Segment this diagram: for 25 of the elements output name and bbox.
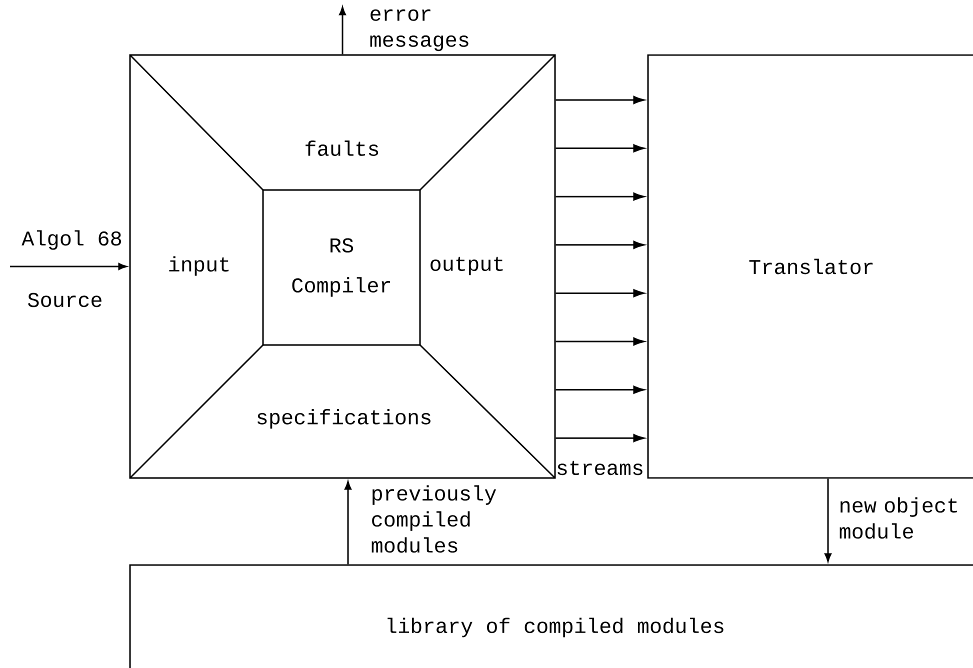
- region-label: specifications: [258, 409, 430, 429]
- arrow: [556, 192, 644, 201]
- core-box: RS Compiler: [262, 189, 421, 346]
- arrow: [556, 289, 644, 298]
- region-label: input: [169, 256, 229, 276]
- arrow: [556, 240, 644, 249]
- arrow: [339, 6, 346, 54]
- arrow: [556, 144, 644, 152]
- input-label: Source: [28, 292, 102, 308]
- translator-box: Translator: [647, 54, 973, 479]
- compiler-square: [129, 54, 556, 479]
- library-box: library of compiled modules: [129, 564, 973, 668]
- edge-label: error messages: [370, 9, 468, 52]
- arrow: [556, 386, 644, 394]
- arrow: [556, 96, 644, 104]
- arrow: [344, 481, 352, 564]
- arrow: [556, 337, 644, 346]
- region-label: faults: [306, 140, 378, 156]
- arrow: [824, 478, 832, 562]
- edge-label: new object module: [840, 497, 957, 539]
- arrow: [556, 434, 644, 442]
- input-label: Algol 68: [22, 230, 122, 250]
- arrow: [10, 263, 127, 270]
- edge-label: previously compiled modules: [372, 485, 496, 553]
- region-label: output: [430, 256, 503, 276]
